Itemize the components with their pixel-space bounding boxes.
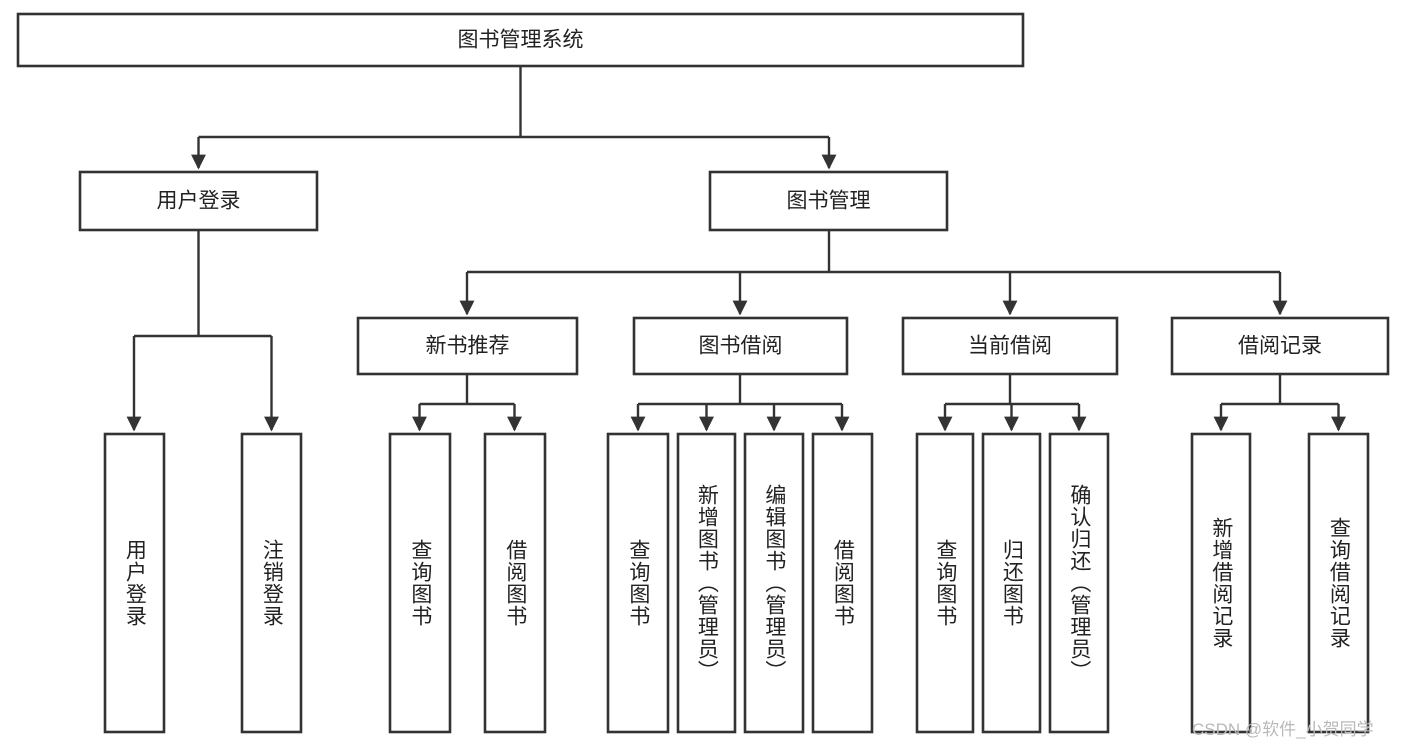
- node-current-borrow-box[interactable]: [901, 316, 1119, 376]
- leaf-box-add-book-admin[interactable]: [676, 432, 737, 734]
- leaf-box-borrow-book[interactable]: [811, 432, 874, 734]
- node-book-borrow-box[interactable]: [632, 316, 849, 376]
- node-current-borrow[interactable]: 当前借阅: [901, 316, 1119, 376]
- leaf-box-query-book-borrow[interactable]: [606, 432, 670, 734]
- connector-group-root: [191, 66, 837, 170]
- connector-group-user-login: [126, 230, 279, 432]
- connector-group-new-book: [412, 374, 522, 432]
- connector-group-current: [937, 374, 1087, 432]
- node-book-borrow-label: 图书借阅: [699, 335, 783, 358]
- node-root-label: 图书管理系统: [458, 29, 584, 52]
- connector-group-borrow: [630, 374, 850, 432]
- leaf-boxes: [103, 432, 1370, 734]
- node-new-book-recommend-label: 新书推荐: [426, 335, 510, 358]
- node-new-book-recommend-box[interactable]: [356, 316, 579, 376]
- leaf-box-add-borrow-record[interactable]: [1190, 432, 1252, 734]
- node-book-management-label: 图书管理: [787, 190, 871, 213]
- node-book-borrow[interactable]: 图书借阅: [632, 316, 849, 376]
- connector-group-records: [1213, 374, 1346, 432]
- node-user-login-label: 用户登录: [157, 190, 241, 213]
- leaf-box-query-borrow-record[interactable]: [1307, 432, 1370, 734]
- node-borrow-records[interactable]: 借阅记录: [1170, 316, 1390, 376]
- leaf-box-query-book-new[interactable]: [388, 432, 452, 734]
- node-borrow-records-box[interactable]: [1170, 316, 1390, 376]
- leaf-box-query-book-current[interactable]: [915, 432, 975, 734]
- leaf-box-user-login[interactable]: [103, 432, 166, 734]
- node-borrow-records-label: 借阅记录: [1238, 335, 1322, 358]
- node-root-box[interactable]: [16, 12, 1025, 68]
- node-new-book-recommend[interactable]: 新书推荐: [356, 316, 579, 376]
- node-book-management[interactable]: 图书管理: [708, 170, 949, 232]
- leaf-box-borrow-book-new[interactable]: [483, 432, 547, 734]
- node-current-borrow-label: 当前借阅: [968, 335, 1052, 358]
- leaf-box-return-book[interactable]: [981, 432, 1042, 734]
- connector-group-book-mgmt: [459, 230, 1288, 316]
- leaf-box-logout[interactable]: [240, 432, 303, 734]
- leaf-box-confirm-return-admin[interactable]: [1048, 432, 1110, 734]
- watermark-text: CSDN @软件_小贺同学: [1192, 720, 1374, 739]
- node-root[interactable]: 图书管理系统: [16, 12, 1025, 68]
- node-book-management-box[interactable]: [708, 170, 949, 232]
- leaf-box-edit-book-admin[interactable]: [743, 432, 805, 734]
- node-user-login-box[interactable]: [78, 170, 319, 232]
- node-user-login[interactable]: 用户登录: [78, 170, 319, 232]
